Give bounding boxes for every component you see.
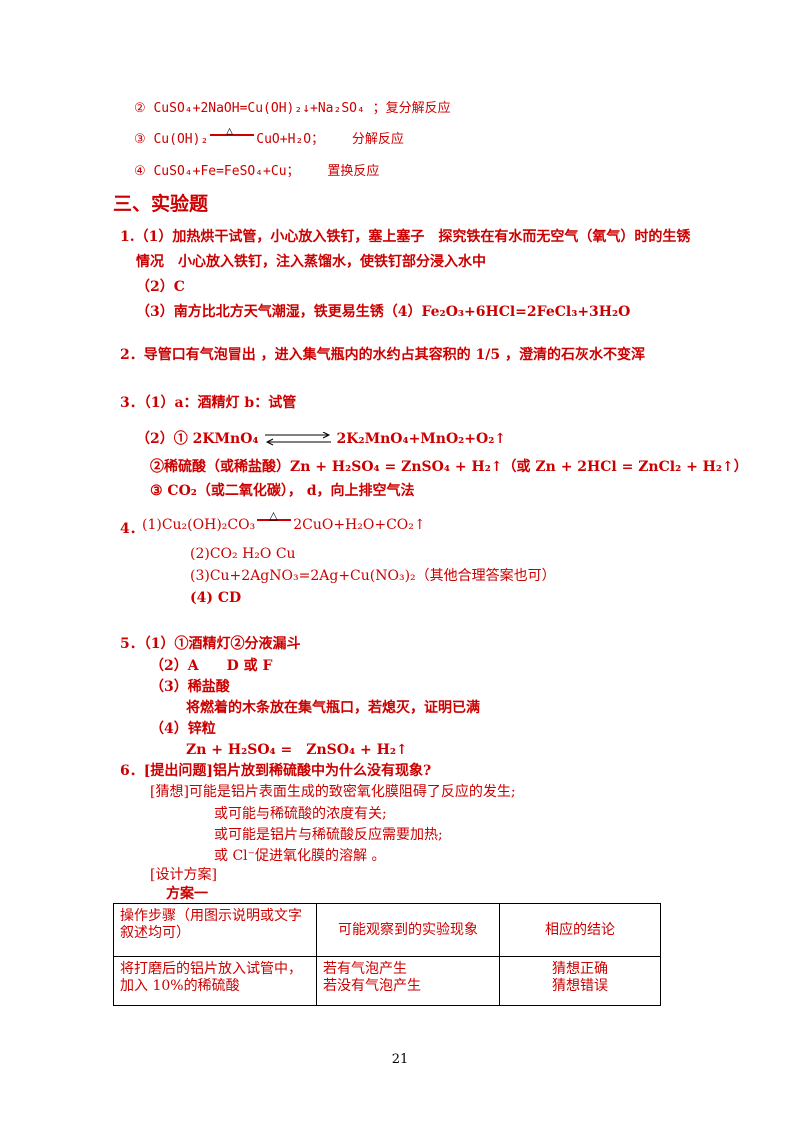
table-cell: 将打磨后的铝片放入试管中，加入 10%的稀硫酸 — [113, 956, 317, 1006]
q5-line1: 5．（1）①酒精灯②分液漏斗 — [120, 636, 301, 652]
q6-hypothesis-4: 或 Cl⁻促进氧化膜的溶解 。 — [214, 848, 386, 864]
q4-number: 4． — [120, 521, 144, 537]
heat-equals-sign: △ — [210, 124, 255, 146]
heat-symbol: △ — [226, 123, 233, 137]
q6-design-label: [设计方案] — [150, 867, 217, 883]
q5-line4: 将燃着的木条放在集气瓶口，若熄灭，证明已满 — [186, 700, 480, 716]
q1-line3: （2）C — [136, 279, 185, 295]
q1-line1: 1.（1）加热烘干试管，小心放入铁钉，塞上塞子 探究铁在有水而无空气（氧气）时的… — [120, 229, 691, 245]
table-header-cell: 操作步骤（用图示说明或文字叙述均可） — [113, 903, 317, 957]
experiment-table: 操作步骤（用图示说明或文字叙述均可） 可能观察到的实验现象 相应的结论 将打磨后… — [113, 903, 661, 1006]
reaction-4: ④ CuSO₄+Fe=FeSO₄+Cu； 置换反应 — [134, 163, 379, 181]
q1-line4: （3）南方比北方天气潮湿，铁更易生锈（4）Fe₂O₃+6HCl=2FeCl₃+3… — [136, 304, 631, 320]
q5-line5: （4）锌粒 — [150, 721, 216, 737]
reaction-3-type: 分解反应 — [351, 132, 404, 147]
q3-reactant: （2）① 2KMnO₄ — [136, 431, 259, 447]
q4-reactant: (1)Cu₂(OH)₂CO₃ — [142, 517, 256, 533]
q6-plan-label: 方案一 — [166, 886, 208, 902]
q2-line1: 2．导管口有气泡冒出 ，进入集气瓶内的水约占其容积的 1/5 ，澄清的石灰水不变… — [120, 347, 645, 363]
q5-line2: （2）A D 或 F — [150, 658, 273, 674]
q1-line2: 情况 小心放入铁钉，注入蒸馏水，使铁钉部分浸入水中 — [136, 254, 486, 270]
heat-equals-sign: △ — [257, 509, 292, 531]
q4-products: 2CuO+H₂O+CO₂↑ — [293, 517, 426, 533]
reversible-arrow-icon — [263, 432, 333, 446]
q4-part1: (1)Cu₂(OH)₂CO₃ △ 2CuO+H₂O+CO₂↑ — [142, 509, 426, 534]
q6-hypothesis-2: 或可能与稀硫酸的浓度有关; — [214, 806, 387, 822]
table-cell: 若有气泡产生 若没有气泡产生 — [316, 956, 500, 1006]
q6-hypothesis-1: [猜想]可能是铝片表面生成的致密氧化膜阻碍了反应的发生; — [150, 784, 516, 800]
section-title: 三、实验题 — [113, 193, 209, 215]
q4-equation: (3)Cu+2AgNO₃=2Ag+Cu(NO₃)₂ — [190, 568, 416, 584]
q3-line1: 3．（1）a：酒精灯 b：试管 — [120, 395, 297, 411]
table-cell: 猜想正确 猜想错误 — [499, 956, 661, 1006]
reaction-3-product: CuO+H₂O； — [256, 132, 325, 147]
table-header-cell: 可能观察到的实验现象 — [316, 903, 500, 957]
table-row: 将打磨后的铝片放入试管中，加入 10%的稀硫酸 若有气泡产生 若没有气泡产生 猜… — [113, 956, 661, 1006]
q4-part3: (3)Cu+2AgNO₃=2Ag+Cu(NO₃)₂（其他合理答案也可） — [190, 567, 556, 585]
reaction-3-reactant: ③ Cu(OH)₂ — [134, 132, 209, 147]
q4-part4: (4) CD — [190, 590, 242, 606]
q3-line2: （2）① 2KMnO₄ 2K₂MnO₄+MnO₂+O₂↑ — [136, 430, 506, 448]
reaction-2: ② CuSO₄+2NaOH=Cu(OH)₂↓+Na₂SO₄ ；复分解反应 — [134, 101, 451, 116]
q3-line4: ③ CO₂（或二氧化碳）， d，向上排空气法 — [150, 483, 415, 499]
reaction-4-type: 置换反应 — [327, 164, 380, 179]
q3-products: 2K₂MnO₄+MnO₂+O₂↑ — [336, 431, 507, 447]
table-header-row: 操作步骤（用图示说明或文字叙述均可） 可能观察到的实验现象 相应的结论 — [113, 903, 661, 957]
reaction-4-equation: ④ CuSO₄+Fe=FeSO₄+Cu； — [134, 164, 300, 179]
heat-symbol: △ — [269, 509, 278, 522]
q3-line3: ②稀硫酸（或稀盐酸）Zn + H₂SO₄ = ZnSO₄ + H₂↑（或 Zn … — [150, 459, 748, 475]
q4-part2: (2)CO₂ H₂O Cu — [190, 546, 296, 562]
q6-question: 6．[提出问题]铝片放到稀硫酸中为什么没有现象? — [120, 763, 432, 779]
table-header-cell: 相应的结论 — [499, 903, 661, 957]
q5-line3: （3）稀盐酸 — [150, 679, 230, 695]
page-number: 21 — [391, 1052, 409, 1067]
reaction-3: ③ Cu(OH)₂ △ CuO+H₂O； 分解反应 — [134, 124, 404, 149]
q4-note: （其他合理答案也可） — [415, 568, 556, 584]
q6-hypothesis-3: 或可能是铝片与稀硫酸反应需要加热; — [214, 827, 443, 843]
q5-line6: Zn + H₂SO₄ = ZnSO₄ + H₂↑ — [186, 742, 408, 758]
